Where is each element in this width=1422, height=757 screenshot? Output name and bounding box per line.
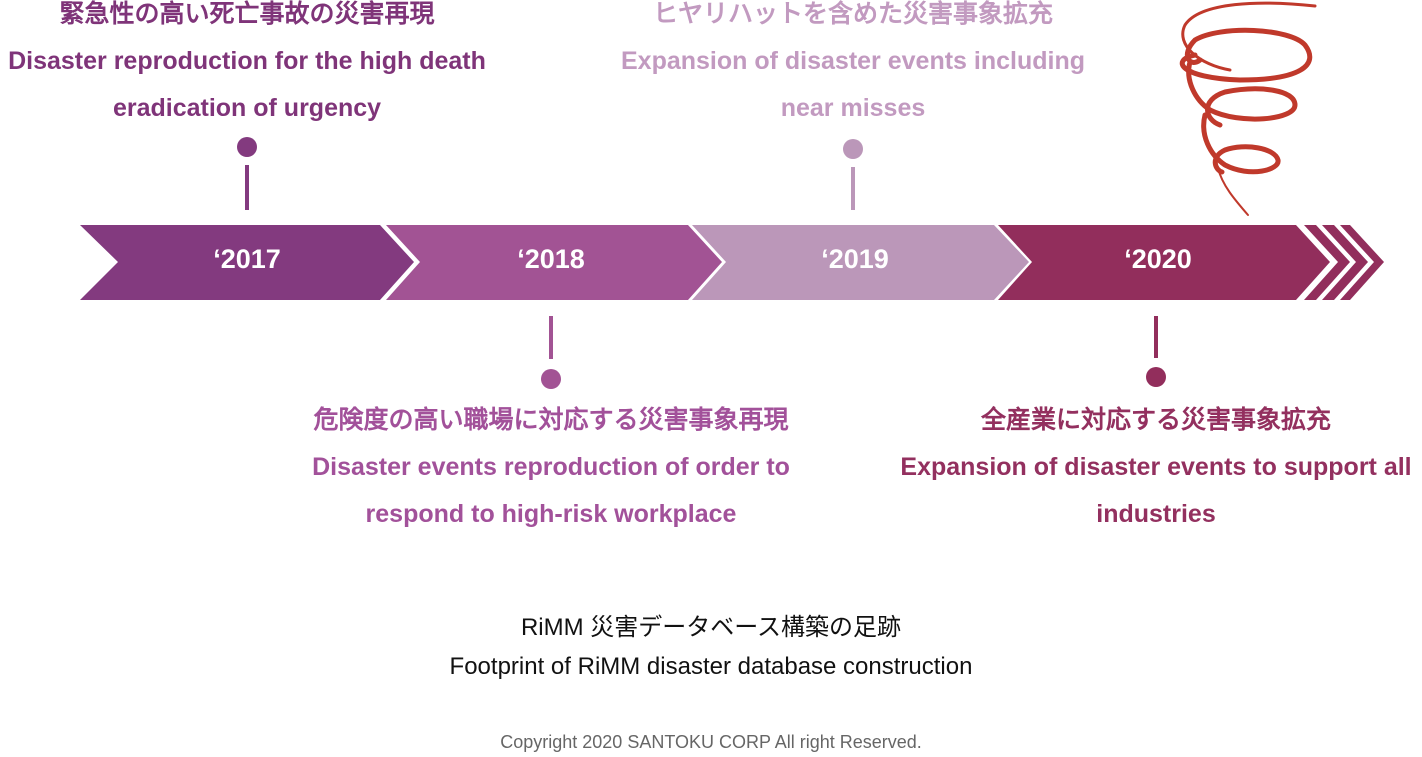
milestone-jp: 全産業に対応する災害事象拡充 (980, 406, 1331, 434)
segment-2019 (692, 225, 1029, 300)
milestone-en-line1: Disaster reproduction for the high death (8, 47, 486, 75)
footer-title-jp: RiMM 災害データベース構築の足跡 (520, 614, 902, 641)
marker-line-2017 (245, 165, 249, 210)
chevrons-icon (1304, 225, 1384, 300)
marker-dot-2017 (237, 137, 257, 157)
footer-title-en: Footprint of RiMM disaster database cons… (449, 653, 973, 680)
marker-dot-2019 (843, 139, 863, 159)
milestone-2018: 危険度の高い職場に対応する災害事象再現 Disaster events repr… (271, 397, 831, 538)
marker-dot-2018 (541, 369, 561, 389)
year-label-2017: ‘2017 (213, 244, 281, 274)
milestone-jp: ヒヤリハットを含めた災害事象拡充 (652, 0, 1053, 28)
segment-2017 (80, 225, 414, 300)
milestone-en-line1: Disaster events reproduction of order to (312, 453, 790, 481)
milestone-en-line1: Expansion of disaster events to support … (900, 453, 1412, 481)
marker-line-2019 (851, 167, 855, 210)
segment-2018 (386, 225, 722, 300)
milestone-2019: ヒヤリハットを含めた災害事象拡充 Expansion of disaster e… (573, 0, 1133, 132)
milestone-en-line2: near misses (780, 94, 926, 122)
milestone-en-line2: eradication of urgency (112, 94, 382, 122)
marker-line-2020 (1154, 316, 1158, 358)
marker-line-2018 (549, 316, 553, 359)
year-label-2018: ‘2018 (517, 244, 585, 274)
year-label-2019: ‘2019 (821, 244, 889, 274)
copyright: Copyright 2020 SANTOKU CORP All right Re… (500, 732, 922, 752)
milestone-en-line2: respond to high-risk workplace (365, 500, 737, 528)
milestone-en-line1: Expansion of disaster events including (621, 47, 1085, 75)
segment-2020 (998, 225, 1330, 300)
milestone-jp: 危険度の高い職場に対応する災害事象再現 (313, 406, 789, 434)
tornado-icon (1179, 1, 1317, 216)
marker-dot-2020 (1146, 367, 1166, 387)
year-label-2020: ‘2020 (1124, 244, 1192, 274)
milestone-jp: 緊急性の高い死亡事故の災害再現 (59, 0, 435, 28)
milestone-2020: 全産業に対応する災害事象拡充 Expansion of disaster eve… (876, 397, 1422, 538)
milestone-2017: 緊急性の高い死亡事故の災害再現 Disaster reproduction fo… (0, 0, 527, 132)
milestone-en-line2: industries (1096, 500, 1216, 528)
